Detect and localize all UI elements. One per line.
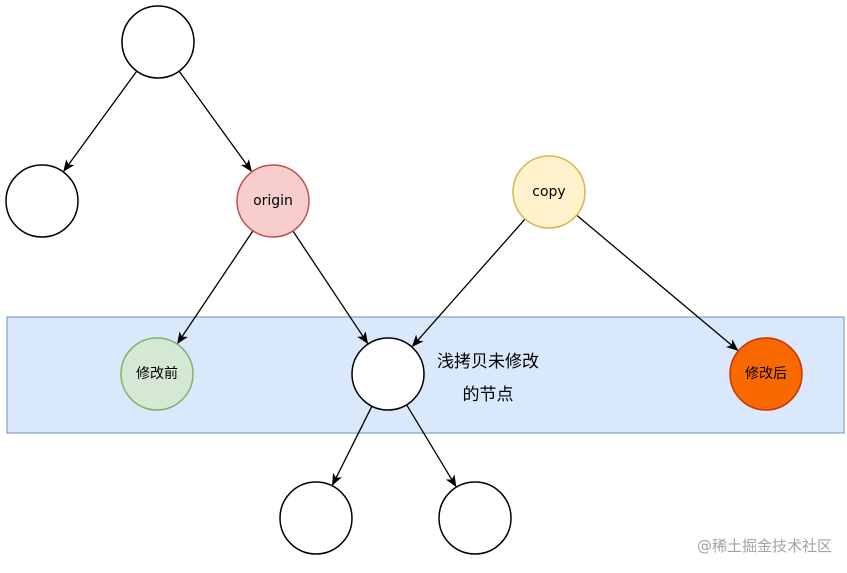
shared-right-node [438, 481, 512, 555]
copy-node: copy [512, 155, 586, 229]
edge-shared-node-to-shared-left [331, 405, 373, 486]
edge-shared-node-to-shared-right [406, 404, 457, 488]
origin-node: origin [236, 164, 310, 238]
edge-root-to-left-child [63, 70, 138, 172]
edge-origin-to-shared-node [292, 230, 369, 345]
shared-note-line1: 浅拷贝未修改 [437, 352, 539, 372]
edge-copy-to-after-modify [576, 214, 739, 351]
svg-text:copy: copy [532, 184, 565, 200]
svg-text:修改后: 修改后 [745, 366, 787, 382]
after-modify-node: 修改后 [729, 337, 803, 411]
shared-note-line2: 的节点 [463, 385, 514, 405]
root-node [121, 5, 195, 79]
shared-node [351, 337, 425, 411]
edge-copy-to-shared-node [411, 218, 526, 348]
svg-text:修改前: 修改前 [136, 365, 178, 382]
edge-origin-to-before-modify [177, 230, 254, 345]
edges-layer [63, 70, 739, 488]
svg-text:origin: origin [253, 193, 293, 209]
shared-left-node [279, 481, 353, 555]
edge-root-to-origin [178, 70, 252, 172]
watermark: @稀土掘金技术社区 [697, 537, 832, 555]
nodes-layer: origin copy 修改前 修改后 [5, 5, 803, 555]
left-child-node [5, 164, 79, 238]
before-modify-node: 修改前 [120, 337, 194, 411]
